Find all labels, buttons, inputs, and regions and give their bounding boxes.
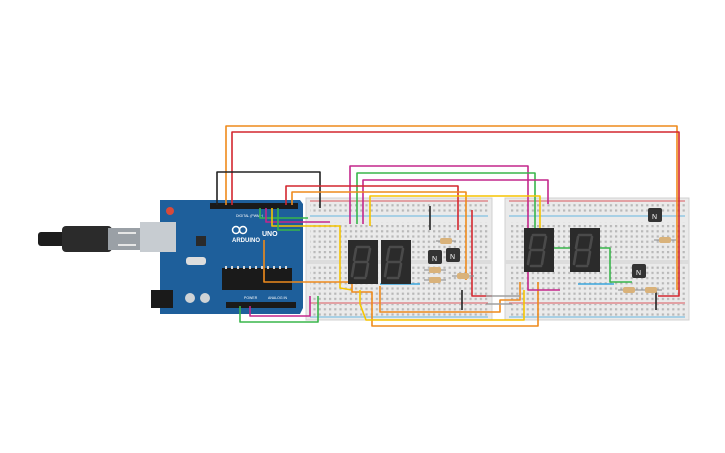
arduino-uno-board[interactable]: ARDUINO UNO DIGITAL (PWM~) POWER ANALOG … (140, 200, 303, 314)
wire-green-2[interactable] (259, 208, 308, 219)
seven-segment-display-1[interactable] (348, 240, 378, 284)
wire-magenta-bottom[interactable] (249, 296, 311, 317)
digital-header (210, 203, 298, 209)
transistor-2[interactable]: N (446, 248, 460, 262)
crystal (186, 257, 206, 265)
transistor-2-label: N (450, 254, 455, 261)
analog-label: ANALOG IN (268, 296, 288, 300)
wire-green-1[interactable] (356, 172, 536, 232)
transistor-4-label: N (636, 270, 641, 277)
resistor-2[interactable] (424, 267, 446, 273)
capacitor (185, 293, 195, 303)
wire-red-mid[interactable] (285, 185, 459, 230)
resistor-3[interactable] (424, 277, 446, 283)
transistor-3[interactable]: N (648, 208, 662, 222)
usb-chip (196, 236, 206, 246)
wire-red-top[interactable] (231, 131, 680, 297)
wire-orange-bottom-2[interactable] (379, 282, 521, 313)
wire-yellow-2[interactable] (271, 208, 353, 291)
usb-port (140, 222, 176, 252)
digital-label: DIGITAL (PWM~) (236, 214, 263, 218)
wires (216, 125, 680, 327)
wire-orange-top[interactable] (225, 125, 678, 290)
resistor-7[interactable] (640, 287, 662, 293)
wire-red-right[interactable] (471, 210, 492, 297)
atmega-chip (222, 268, 292, 290)
resistor-5[interactable] (654, 237, 676, 243)
reset-button (166, 207, 174, 215)
transistor-1-label: N (432, 256, 437, 263)
resistor-1[interactable] (436, 238, 456, 244)
wire-yellow-bottom[interactable] (359, 290, 525, 321)
seven-segment-display-4[interactable] (570, 228, 600, 272)
wire-yellow-mid[interactable] (369, 195, 541, 232)
power-jack (151, 290, 173, 308)
wire-green-3[interactable] (277, 208, 300, 231)
capacitor (200, 293, 210, 303)
wire-magenta-3[interactable] (265, 208, 330, 223)
transistor-4[interactable]: N (632, 264, 646, 278)
wire-orange-mid[interactable] (291, 191, 467, 280)
resistor-4[interactable] (452, 273, 474, 279)
resistors (424, 237, 676, 293)
infinity-logo-icon (231, 225, 248, 235)
brand-label: ARDUINO (232, 238, 260, 244)
wire-black-top[interactable] (216, 171, 321, 208)
seven-segment-display-3[interactable] (524, 228, 554, 272)
transistor-1[interactable]: N (428, 250, 442, 264)
wire-magenta-2[interactable] (362, 179, 549, 224)
model-label: UNO (262, 231, 278, 238)
power-analog-header (226, 302, 296, 308)
transistor-3-label: N (652, 214, 657, 221)
wire-green-bottom[interactable] (239, 296, 319, 323)
seven-segment-display-2[interactable] (381, 240, 411, 284)
resistor-6[interactable] (618, 287, 640, 293)
wire-orange-bottom[interactable] (263, 240, 539, 327)
power-label: POWER (244, 296, 258, 300)
